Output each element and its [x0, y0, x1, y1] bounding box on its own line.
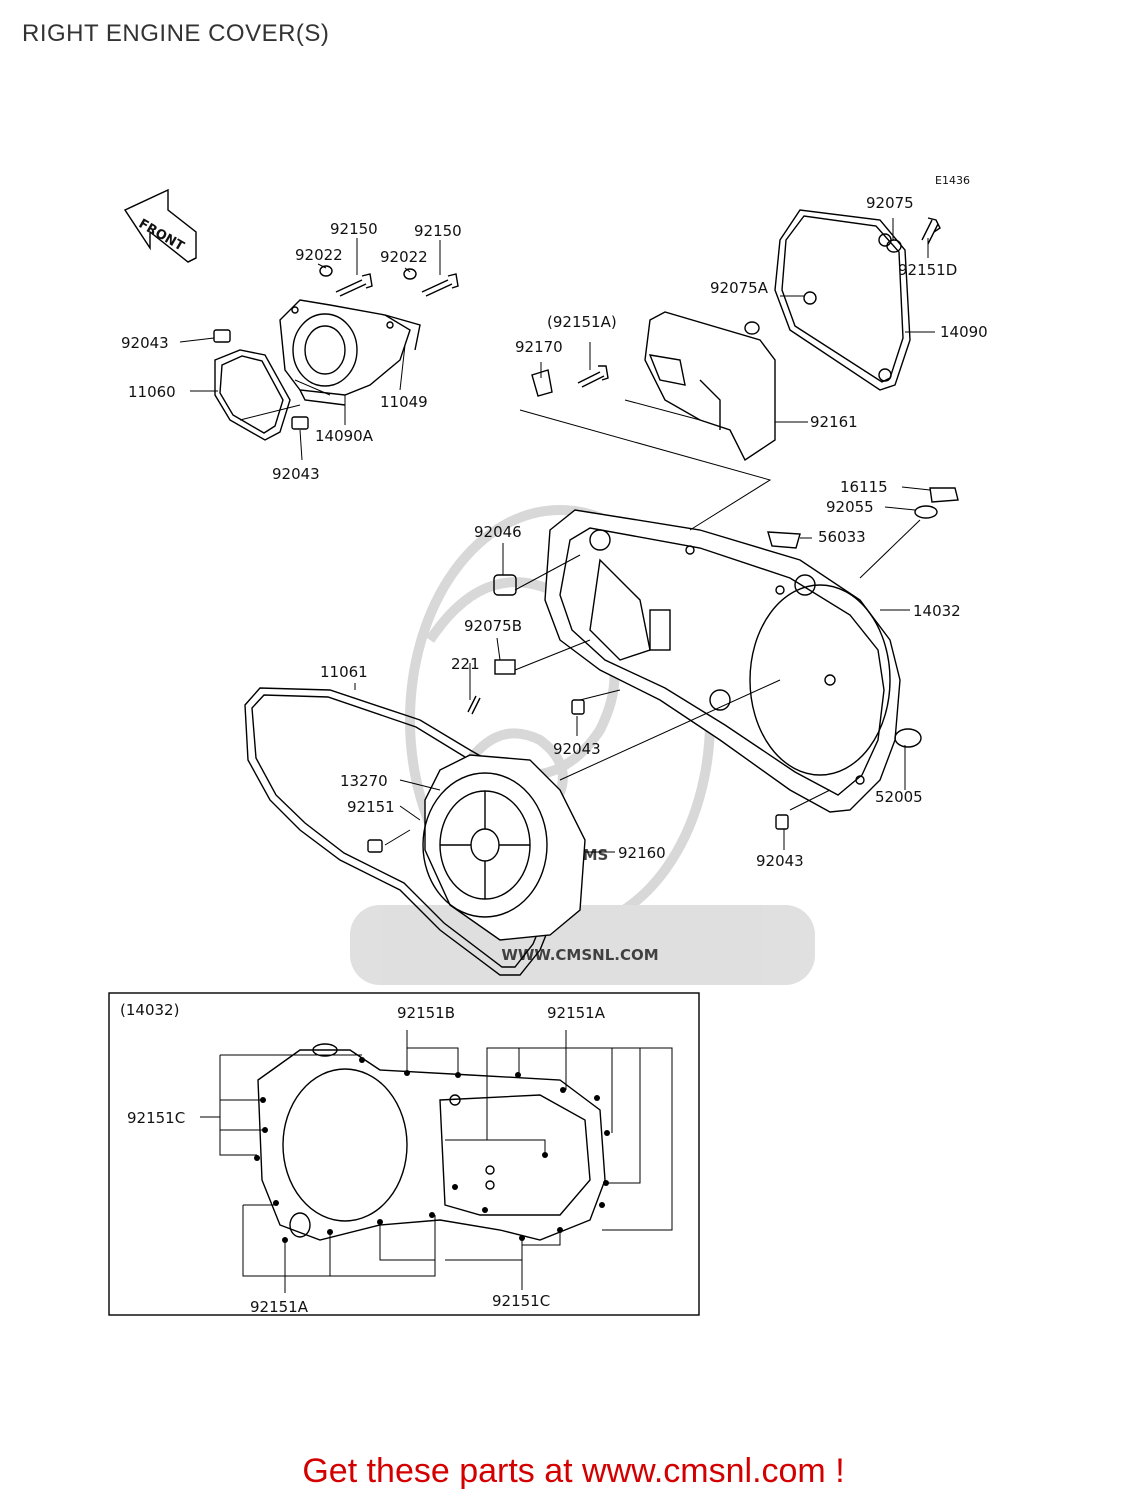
part-label-92055: 92055	[826, 498, 874, 516]
part-label-92150: 92150	[330, 220, 378, 238]
page-title: RIGHT ENGINE COVER(S)	[22, 20, 330, 47]
oil-seal-icon	[894, 728, 922, 748]
leader-lines	[179, 218, 935, 853]
part-label-92170: 92170	[515, 338, 563, 356]
bolt-icon	[367, 839, 383, 853]
bolt-icon	[335, 273, 373, 297]
diagram-code: E1436	[935, 174, 970, 187]
inset-label-92151B: 92151B	[397, 1004, 455, 1022]
bolt-icon	[577, 365, 609, 388]
inset-label-92151C: 92151C	[492, 1292, 550, 1310]
dowel-pin-icon	[213, 329, 231, 343]
part-label-92151A-paren: (92151A)	[547, 313, 617, 331]
washer-icon	[403, 268, 417, 280]
part-label-92043: 92043	[272, 465, 320, 483]
part-label-92151: 92151	[347, 798, 395, 816]
washer-icon	[319, 265, 333, 277]
bracket-icon	[494, 659, 516, 675]
part-label-221: 221	[451, 655, 480, 673]
watermark: CMS WWW.CMSNL.COM	[350, 505, 815, 985]
pump-cover-part	[279, 299, 421, 406]
bolt-icon	[467, 695, 481, 715]
o-ring-icon	[914, 505, 938, 519]
clamp-icon	[531, 369, 553, 397]
inset-label-92151C: 92151C	[127, 1109, 185, 1127]
part-label-92043: 92043	[121, 334, 169, 352]
part-label-14090A: 14090A	[315, 427, 374, 445]
inset-title: (14032)	[120, 1001, 179, 1019]
dowel-pin-icon	[291, 416, 309, 430]
front-arrow-icon	[123, 188, 197, 263]
part-label-13270: 13270	[340, 772, 388, 790]
part-label-92161: 92161	[810, 413, 858, 431]
dowel-pin-icon	[775, 814, 789, 830]
part-label-52005: 52005	[875, 788, 923, 806]
part-label-11060: 11060	[128, 383, 176, 401]
outer-cover-part	[774, 209, 911, 391]
bearing-icon	[493, 574, 517, 596]
label-plate-icon	[767, 531, 801, 549]
part-label-56033: 56033	[818, 528, 866, 546]
part-label-92075A: 92075A	[710, 279, 769, 297]
plug-icon	[929, 487, 959, 503]
inner-cover-part	[644, 311, 776, 462]
part-label-16115: 16115	[840, 478, 888, 496]
bolt-icon	[421, 273, 459, 297]
part-label-92046: 92046	[474, 523, 522, 541]
part-label-14090: 14090	[940, 323, 988, 341]
part-label-92043: 92043	[756, 852, 804, 870]
footer-promo-link[interactable]: Get these parts at www.cmsnl.com !	[302, 1452, 845, 1490]
cover-gasket-part	[244, 687, 561, 976]
main-engine-cover-part	[544, 509, 901, 813]
watermark-text: WWW.CMSNL.COM	[501, 946, 658, 964]
inset-detail-box	[108, 992, 700, 1316]
part-label-92075: 92075	[866, 194, 914, 212]
clutch-cover-part	[422, 754, 586, 941]
part-label-92151D: 92151D	[898, 261, 957, 279]
washer-icon	[744, 321, 760, 335]
part-label-92043: 92043	[553, 740, 601, 758]
dowel-pin-icon	[571, 699, 585, 715]
part-label-14032: 14032	[913, 602, 961, 620]
inset-label-92151A: 92151A	[547, 1004, 606, 1022]
part-label-11061: 11061	[320, 663, 368, 681]
part-label-92160: 92160	[618, 844, 666, 862]
part-label-92075B: 92075B	[464, 617, 522, 635]
part-label-92150: 92150	[414, 222, 462, 240]
part-label-11049: 11049	[380, 393, 428, 411]
part-label-92022: 92022	[295, 246, 343, 264]
pump-gasket-part	[214, 349, 291, 441]
bolt-icon	[921, 217, 941, 245]
part-label-92022: 92022	[380, 248, 428, 266]
inset-label-92151A: 92151A	[250, 1298, 309, 1316]
washer-icon	[886, 239, 902, 253]
